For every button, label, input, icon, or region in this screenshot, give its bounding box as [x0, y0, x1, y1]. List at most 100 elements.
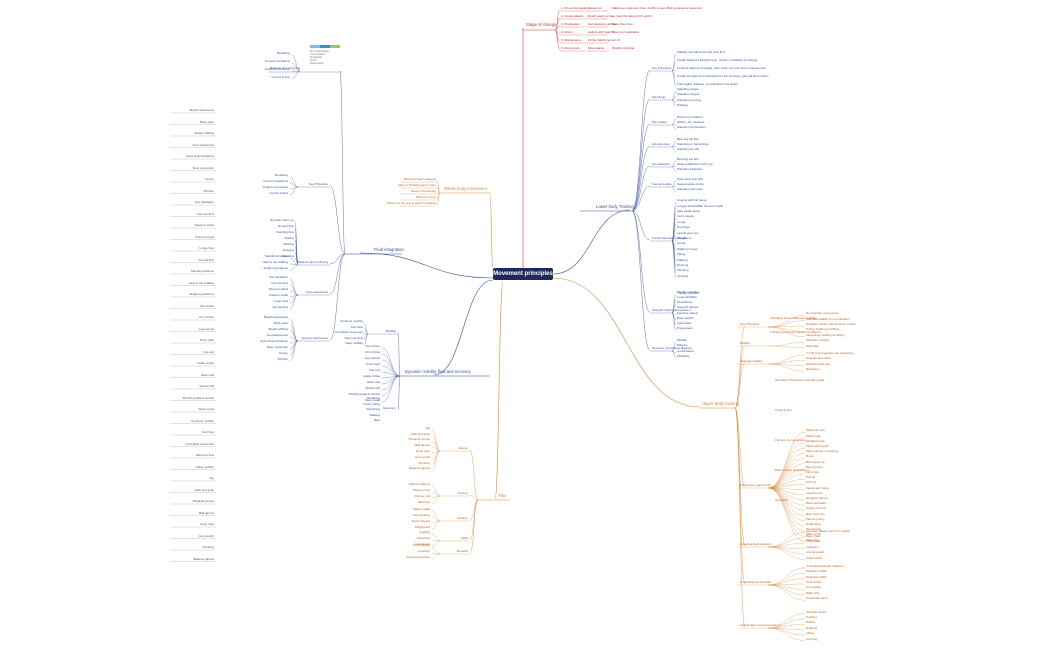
- detail-leaf[interactable]: Obstacle course: [192, 499, 214, 503]
- detail-leaf[interactable]: Jump rope: [199, 522, 214, 526]
- upper-item[interactable]: Arm circles: [806, 585, 821, 590]
- fluid-deep-item[interactable]: Linked movements: [264, 67, 290, 71]
- upper-subgroup[interactable]: Activating and mobility and stability: [770, 316, 817, 320]
- dynamic-item[interactable]: Rest: [373, 418, 380, 423]
- upper-item[interactable]: Lizard crawl: [806, 555, 823, 560]
- detail-leaf[interactable]: Tempo: [204, 177, 214, 181]
- lower-item[interactable]: Side squat/ pulse: [677, 209, 701, 213]
- play-item[interactable]: Creativity: [417, 549, 430, 553]
- lower-item[interactable]: Standing squats: [677, 87, 699, 92]
- play-item[interactable]: Cartwheel: [416, 536, 430, 540]
- detail-leaf[interactable]: Dynamic mobility: [191, 418, 214, 423]
- detail-leaf[interactable]: Hide and seek: [194, 487, 214, 492]
- upper-item[interactable]: Plank push: [806, 433, 821, 438]
- lower-item[interactable]: Walking: [677, 257, 688, 262]
- lower-item[interactable]: Flexibility: [677, 353, 690, 358]
- play-item[interactable]: Social connection: [406, 554, 430, 559]
- upper-item[interactable]: Shoulder rotation and T-Y crawls: [806, 528, 850, 533]
- fluid-item[interactable]: Single leg balance: [263, 266, 288, 270]
- lower-item[interactable]: Load variability: [677, 295, 698, 299]
- upper-item[interactable]: Bear crawl: [806, 533, 821, 538]
- upper-item[interactable]: Bench press: [806, 464, 823, 469]
- lower-item[interactable]: Short sole arch drill: [677, 176, 703, 181]
- play-item[interactable]: Partner pull: [414, 493, 430, 498]
- dynamic-drill[interactable]: Torso twist: [365, 362, 380, 366]
- lower-group[interactable]: Key Principles: [652, 66, 672, 70]
- lower-item[interactable]: Standing stepper: [677, 92, 700, 97]
- upper-item[interactable]: Farmers carry: [806, 516, 825, 521]
- play-group[interactable]: Games: [458, 446, 468, 450]
- upper-category[interactable]: Grip work: [775, 498, 788, 502]
- upper-item[interactable]: Scapula push ups: [806, 361, 830, 366]
- upper-item[interactable]: Shoulder mobility: [806, 338, 830, 343]
- lower-item[interactable]: Bridging: [677, 102, 689, 107]
- lower-item[interactable]: Lateral step ups: [677, 230, 699, 235]
- lower-item[interactable]: Standing heel raise: [677, 187, 703, 192]
- fluid-extra[interactable]: Swaying: [282, 248, 294, 252]
- upper-group[interactable]: Including fluid elements: [740, 542, 772, 546]
- detail-leaf[interactable]: Lunge flow: [199, 246, 214, 250]
- upper-category[interactable]: Shoulder & Scapular muscular power: [775, 378, 825, 382]
- stage-item[interactable]: 2. Contemplation: [561, 14, 584, 18]
- upper-group[interactable]: Scapular stability: [740, 359, 763, 363]
- upper-item[interactable]: Pushing: [806, 614, 817, 619]
- play-item[interactable]: Nature walks: [412, 507, 430, 512]
- lower-item[interactable]: Seated adduction with ring: [677, 162, 713, 166]
- lower-item[interactable]: Sitting: [677, 252, 686, 257]
- dynamic-item[interactable]: Breathing: [367, 396, 380, 400]
- upper-item[interactable]: Controlled articular rotations: [806, 563, 844, 568]
- play-item[interactable]: Partner balance: [408, 482, 430, 487]
- fluid-item[interactable]: Lunge flow: [273, 299, 288, 303]
- upper-item[interactable]: Plate grip: [806, 537, 819, 542]
- lower-item[interactable]: Stability and alignment the core first: [677, 50, 725, 54]
- fluid-extra[interactable]: Twisting: [283, 242, 294, 246]
- fluid-extra[interactable]: Standing flow: [275, 230, 294, 234]
- detail-leaf[interactable]: Rhythm: [203, 188, 214, 193]
- dynamic-item[interactable]: Warm-up flow: [344, 335, 363, 340]
- detail-leaf[interactable]: Cat cow flow: [196, 211, 214, 216]
- upper-item[interactable]: Floor dips: [806, 470, 820, 474]
- fluid-item[interactable]: Breathing: [275, 173, 288, 177]
- detail-leaf[interactable]: Heel to toe walking: [188, 280, 214, 285]
- upper-item[interactable]: Modified push: [806, 438, 825, 443]
- stage-detail[interactable]: Get started to define: [588, 22, 616, 26]
- dynamic-drill[interactable]: Ankle circles: [363, 374, 380, 378]
- play-item[interactable]: Rock hopping: [411, 518, 430, 523]
- upper-group[interactable]: Controlling the shoulder: [740, 580, 772, 584]
- fluid-item[interactable]: Linked movements: [262, 185, 288, 189]
- upper-item[interactable]: Band pull apart: [806, 501, 827, 506]
- upper-item[interactable]: Integrating pushing & pulling: [806, 332, 844, 337]
- upper-category[interactable]: Back muscle progression: [775, 468, 809, 472]
- upper-subgroup[interactable]: Training functional movement patterns: [770, 330, 821, 334]
- upper-category[interactable]: Chest & Arm: [775, 408, 792, 412]
- whole-item[interactable]: Move it in the one in each in balance: [387, 201, 436, 205]
- fluid-item[interactable]: Foot awareness: [266, 333, 288, 337]
- detail-leaf[interactable]: Joint flow: [201, 430, 214, 434]
- whole-item[interactable]: Move it Rotating point in line: [398, 183, 436, 187]
- fluid-item[interactable]: Slow movement: [266, 345, 288, 349]
- upper-item[interactable]: Plate pinch: [806, 532, 821, 537]
- detail-leaf[interactable]: Spinal rolls: [199, 384, 214, 388]
- lower-item[interactable]: Lunge: [677, 219, 686, 224]
- lower-item[interactable]: Standing hop-ping: [677, 97, 702, 102]
- lower-item[interactable]: Hip hinge: [677, 225, 690, 230]
- upper-item[interactable]: Gradual mobility with dynamic control: [806, 322, 856, 326]
- play-item[interactable]: Partner push: [412, 488, 430, 493]
- fluid-item[interactable]: Control & flow: [269, 191, 288, 195]
- lower-group[interactable]: Strength training progression: [652, 308, 691, 312]
- play-item[interactable]: Juggling: [418, 530, 430, 535]
- detail-leaf[interactable]: Arm circles: [199, 315, 214, 319]
- detail-leaf[interactable]: Torso twist: [199, 338, 214, 342]
- lower-item[interactable]: Jumping: [677, 273, 689, 278]
- lower-item[interactable]: Standing adduction: [677, 167, 703, 172]
- lower-item[interactable]: Progression: [677, 326, 694, 331]
- play-item[interactable]: Jump rope: [415, 448, 430, 453]
- detail-leaf[interactable]: Ball games: [199, 510, 214, 515]
- lower-item[interactable]: Balance: [677, 343, 688, 348]
- lower-item[interactable]: Standing on hamstrings: [677, 142, 709, 146]
- lower-group[interactable]: Recovery and Moves Balance: [652, 346, 692, 350]
- lower-item[interactable]: Standing hip Rotation: [677, 125, 706, 130]
- upper-category[interactable]: Pull ups & progressions: [775, 438, 807, 442]
- branch-dynamic[interactable]: Dynamic mobility fluid and recovery: [405, 369, 471, 374]
- upper-item[interactable]: Chin up: [806, 480, 817, 485]
